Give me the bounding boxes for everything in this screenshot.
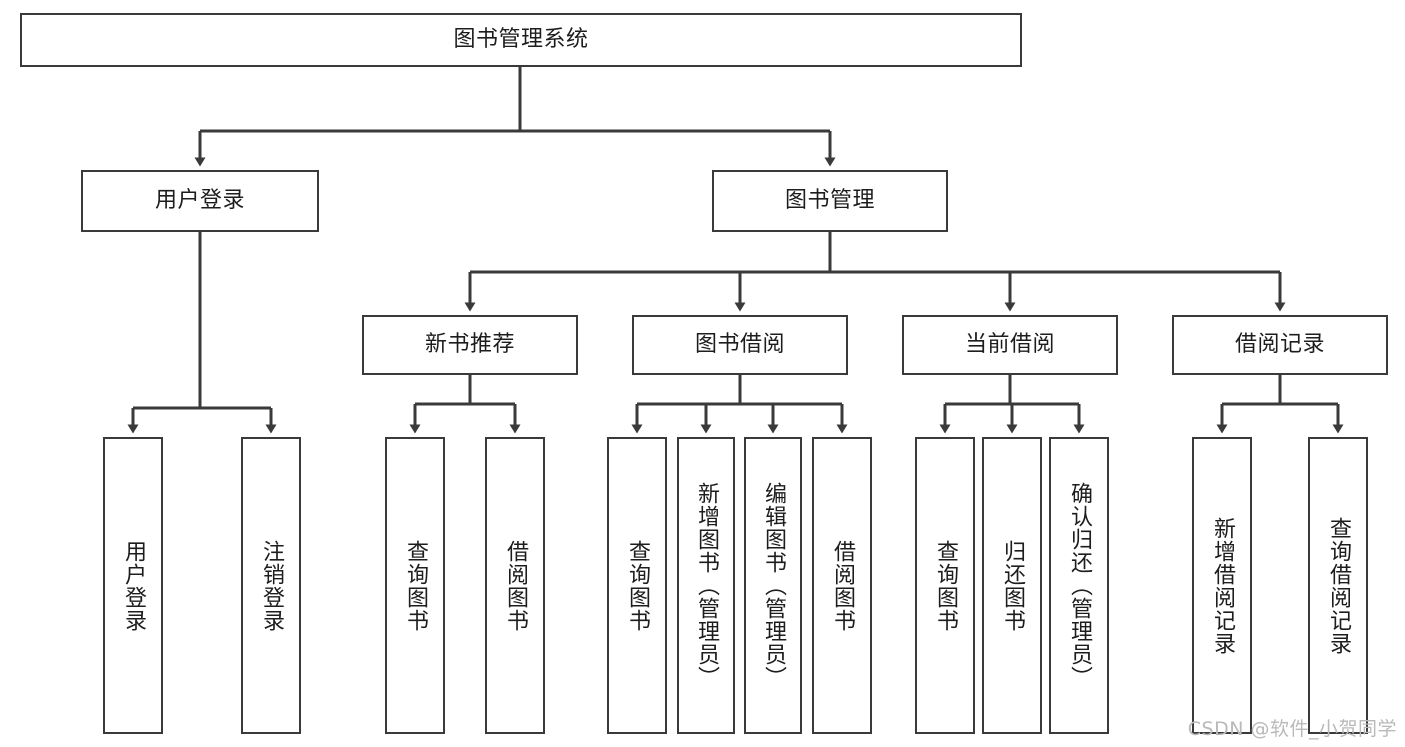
leaf-current-borrow-query[interactable]: 查询图书 [915,437,975,734]
leaf-label: 查询图书 [932,539,958,632]
leaf-user-login-login[interactable]: 用户登录 [103,437,163,734]
node-borrow-record[interactable]: 借阅记录 [1172,315,1388,375]
leaf-book-borrow-borrow[interactable]: 借阅图书 [812,437,872,734]
leaf-new-book-borrow[interactable]: 借阅图书 [485,437,545,734]
leaf-new-book-query[interactable]: 查询图书 [385,437,445,734]
leaf-label: 新增图书（管理员） [693,482,719,689]
node-root-system[interactable]: 图书管理系统 [20,13,1022,67]
leaf-label: 新增借阅记录 [1209,516,1235,655]
node-book-borrow[interactable]: 图书借阅 [632,315,848,375]
leaf-current-borrow-return[interactable]: 归还图书 [982,437,1042,734]
leaf-label: 借阅图书 [829,539,855,632]
leaf-book-borrow-edit[interactable]: 编辑图书（管理员） [744,437,802,734]
leaf-book-borrow-query[interactable]: 查询图书 [607,437,667,734]
leaf-label: 借阅图书 [502,539,528,632]
node-book-management[interactable]: 图书管理 [712,170,948,232]
node-user-login[interactable]: 用户登录 [81,170,319,232]
leaf-label: 注销登录 [258,539,284,632]
leaf-current-borrow-confirm[interactable]: 确认归还（管理员） [1049,437,1109,734]
leaf-book-borrow-add[interactable]: 新增图书（管理员） [677,437,735,734]
leaf-user-login-logout[interactable]: 注销登录 [241,437,301,734]
leaf-borrow-record-add[interactable]: 新增借阅记录 [1192,437,1252,734]
leaf-label: 用户登录 [120,539,146,632]
leaf-borrow-record-query[interactable]: 查询借阅记录 [1308,437,1368,734]
node-new-book-recommend[interactable]: 新书推荐 [362,315,578,375]
leaf-label: 归还图书 [999,539,1025,632]
leaf-label: 确认归还（管理员） [1066,482,1092,689]
leaf-label: 查询图书 [402,539,428,632]
leaf-label: 查询借阅记录 [1325,516,1351,655]
node-current-borrow[interactable]: 当前借阅 [902,315,1118,375]
leaf-label: 编辑图书（管理员） [760,482,786,689]
leaf-label: 查询图书 [624,539,650,632]
